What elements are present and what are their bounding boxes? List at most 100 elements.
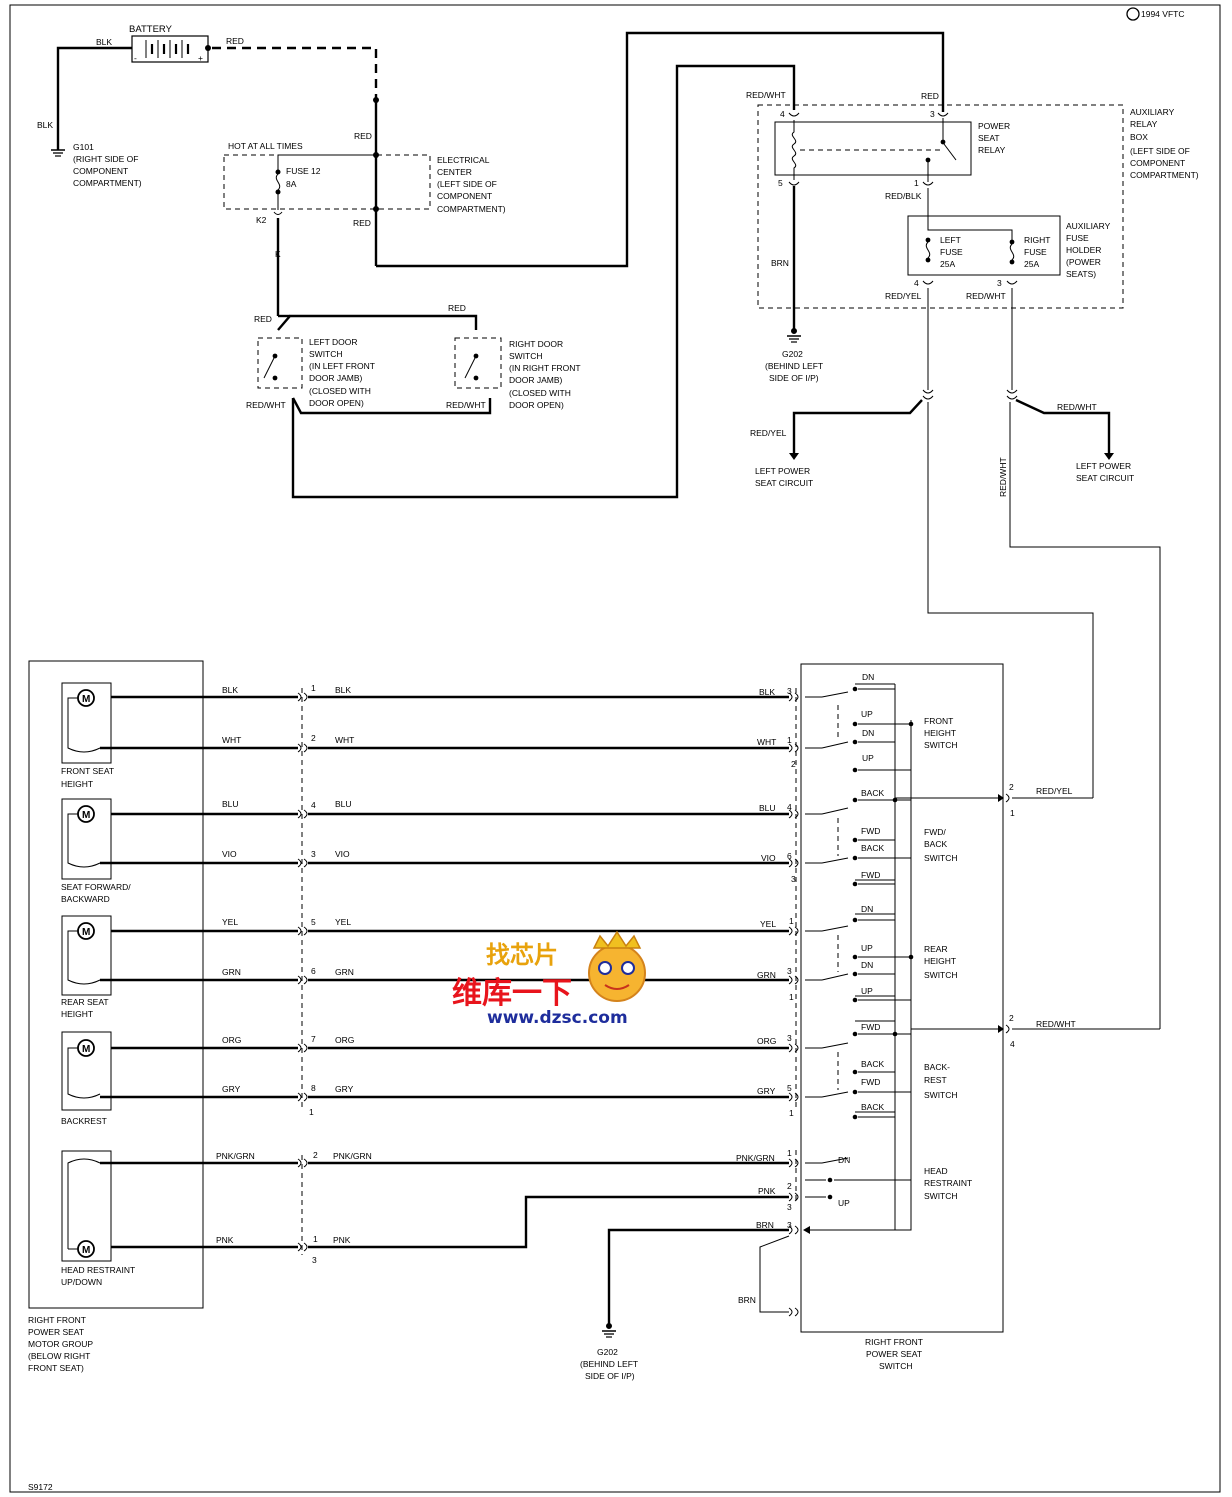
switch-contacts	[805, 688, 911, 1198]
w8-sw-pin: 5	[787, 1083, 792, 1093]
g3-c3: DN	[861, 960, 873, 970]
g101-desc-1: (RIGHT SIDE OF	[73, 154, 139, 164]
bus-dot-bottom	[373, 206, 379, 212]
electrical-center: RED HOT AT ALL TIMES FUSE 12 8A K2 K RED…	[223, 31, 945, 316]
relay-box-name-1: AUXILIARY	[1130, 107, 1175, 117]
left-seat-circuit-1: LEFT POWER	[755, 466, 810, 476]
w3-conn: 4	[311, 800, 316, 810]
motor-head-restraint-box	[61, 1150, 112, 1262]
w3-mid: BLU	[335, 799, 352, 809]
g4-name-2: REST	[924, 1075, 947, 1085]
auxiliary-fuse-holder: AUXILIARY FUSE HOLDER (POWER SEATS) LEFT…	[885, 215, 1111, 301]
motor-rear-height-label-1: REAR SEAT	[61, 997, 109, 1007]
relay-pin4-connector	[788, 112, 800, 117]
motor-backrest-box	[61, 1031, 112, 1111]
w2-mid: WHT	[335, 735, 354, 745]
w8-sw-color: GRY	[757, 1086, 776, 1096]
g5-c2: UP	[838, 1198, 850, 1208]
w9-conn: 2	[313, 1150, 318, 1160]
left-door-wire-top: RED	[254, 314, 272, 324]
right-door-name-2: SWITCH	[509, 351, 543, 361]
right-door-contact-bottom	[473, 375, 479, 381]
w1-conn: 1	[311, 683, 316, 693]
right-door-name-3: (IN RIGHT FRONT	[509, 363, 581, 373]
fuse-bus	[927, 216, 1013, 240]
g2-name-2: BACK	[924, 839, 947, 849]
motor-head-restraint-label-1: HEAD RESTRAINT	[61, 1265, 135, 1275]
w4-conn: 3	[311, 849, 316, 859]
w4-sw-pin: 6	[787, 851, 792, 861]
motor-group-name-3: MOTOR GROUP	[28, 1339, 93, 1349]
power-seat-switch: RIGHT FRONT POWER SEAT SWITCH DN UP DN U…	[580, 663, 1160, 1381]
w7-sw-pin: 3	[787, 1033, 792, 1043]
g101-name: G101	[73, 142, 94, 152]
left-door-switch-blade	[263, 357, 275, 379]
watermark-url: www.dzsc.com	[487, 1008, 628, 1028]
motor-front-height-label-1: FRONT SEAT	[61, 766, 114, 776]
relay-pin1-connector	[922, 181, 934, 186]
connector-k2: K2	[256, 215, 267, 225]
fuse-feed-wire	[277, 154, 376, 170]
motor-front-height-label-2: HEIGHT	[61, 779, 93, 789]
w10-sw-color: PNK	[758, 1186, 776, 1196]
seat-switch-name-2: POWER SEAT	[866, 1349, 922, 1359]
left-door-switch-box	[257, 337, 303, 389]
g5-name-3: SWITCH	[924, 1191, 958, 1201]
ground-icon	[602, 1323, 616, 1338]
arrow-icon	[998, 794, 1004, 802]
right-door-name-5: (CLOSED WITH	[509, 388, 571, 398]
left-door-name-5: (CLOSED WITH	[309, 386, 371, 396]
arrow-icon	[803, 1226, 810, 1234]
sw-conn-mark-a: 2	[791, 759, 796, 769]
g5-name-2: RESTRAINT	[924, 1178, 972, 1188]
feed-wht-pin-bottom: 4	[1010, 1039, 1015, 1049]
motor-m-glyph: M	[82, 1044, 90, 1055]
fuse-holder-box	[907, 215, 1061, 276]
w2-motor-color: WHT	[222, 735, 241, 745]
g2-name-1: FWD/	[924, 827, 946, 837]
ec-name-4: COMPONENT	[437, 191, 492, 201]
w7-sw-color: ORG	[757, 1036, 776, 1046]
red-wht-relay-wire	[291, 64, 796, 499]
motor-fwd-back-label-1: SEAT FORWARD/	[61, 882, 131, 892]
red-wht-main-wire	[1009, 402, 1161, 1029]
motor-group-name-5: FRONT SEAT)	[28, 1363, 84, 1373]
arrow-icon	[1104, 453, 1114, 460]
fuse-holder-name-5: SEATS)	[1066, 269, 1096, 279]
relay-box-name-6: COMPARTMENT)	[1130, 170, 1199, 180]
battery-section: BATTERY - + BLK RED BLK G101 (RIGHT SIDE…	[37, 24, 378, 188]
left-red-wht-branch	[1015, 398, 1111, 455]
hot-at-all-times: HOT AT ALL TIMES	[228, 141, 303, 151]
battery-pos-terminal	[205, 45, 211, 51]
relay-pin3: 3	[930, 109, 935, 119]
right-fuse-top	[1009, 239, 1015, 245]
fuse-terminal-top	[275, 169, 281, 175]
w8-mid: GRY	[335, 1084, 354, 1094]
reference-mark: 1994 VFTC	[1126, 7, 1184, 21]
left-red-wht-wire: RED/WHT	[1057, 402, 1097, 412]
fuse-holder-name-1: AUXILIARY	[1066, 221, 1111, 231]
right-door-switch-blade	[464, 357, 476, 379]
g2-c1: BACK	[861, 788, 884, 798]
left-red-yel-branch	[792, 399, 923, 455]
right-fuse-icon	[1009, 243, 1015, 261]
ec-name-1: ELECTRICAL	[437, 155, 490, 165]
g101-desc-2: COMPONENT	[73, 166, 128, 176]
right-fuse-name-3: 25A	[1024, 259, 1039, 269]
left-door-contact-bottom	[272, 375, 278, 381]
w6-conn: 6	[311, 966, 316, 976]
w10-motor-color: PNK	[216, 1235, 234, 1245]
motor-head-restraint-wiring	[67, 1158, 101, 1250]
mascot-crown-icon	[592, 930, 642, 949]
ec-wire-in: RED	[354, 131, 372, 141]
left-fuse-name-3: 25A	[940, 259, 955, 269]
ec-name-5: COMPARTMENT)	[437, 204, 506, 214]
g202-bottom-desc-2: SIDE OF I/P)	[585, 1371, 635, 1381]
fuse-holder-name-2: FUSE	[1066, 233, 1089, 243]
brn-pin: 3	[787, 1220, 792, 1230]
mascot-eye-icon	[598, 961, 612, 975]
fuse-12-icon	[275, 173, 281, 191]
motor-fwd-back-wiring	[67, 813, 101, 868]
right-fuse-name-1: RIGHT	[1024, 235, 1050, 245]
w4-mid: VIO	[335, 849, 350, 859]
